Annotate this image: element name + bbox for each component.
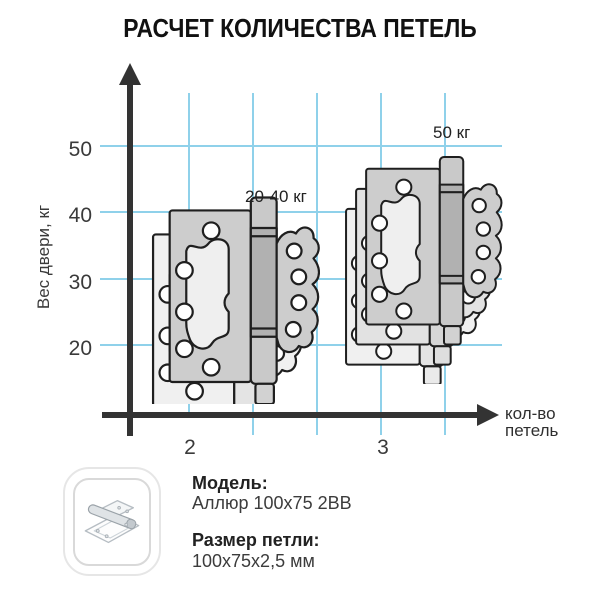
hinge-photo-icon [84, 499, 140, 543]
y-tick-label: 30 [68, 271, 92, 294]
y-tick-label: 20 [68, 337, 92, 360]
x-tick-label: 3 [377, 436, 389, 459]
grid-line-horizontal [100, 145, 502, 147]
size-label: Размер петли: [192, 530, 320, 550]
annotation-weight-2-hinges: 20-40 кг [245, 187, 307, 206]
model-label: Модель: [192, 473, 268, 493]
page-title: РАСЧЕТ КОЛИЧЕСТВА ПЕТЕЛЬ [123, 13, 477, 43]
hinges-x3-icon [336, 152, 516, 384]
y-axis-line [127, 84, 133, 436]
hinges-x2-icon [142, 192, 320, 404]
x-axis-arrow-icon [477, 404, 499, 426]
y-axis-arrow-icon [119, 63, 141, 85]
grid-line-horizontal [100, 211, 502, 213]
y-tick-label: 40 [68, 204, 92, 227]
y-axis-title: Вес двери, кг [34, 204, 53, 310]
model-image-frame [73, 477, 151, 566]
annotation-weight-3-hinges: 50 кг [433, 123, 471, 142]
model-image-box [63, 467, 161, 576]
y-tick-label: 50 [68, 138, 92, 161]
x-tick-label: 2 [184, 436, 196, 459]
x-axis-title: кол-во петель [505, 404, 559, 440]
model-value: Аллюр 100х75 2ВВ [192, 493, 352, 513]
size-value: 100х75х2,5 мм [192, 551, 315, 571]
x-axis-line [102, 412, 480, 418]
